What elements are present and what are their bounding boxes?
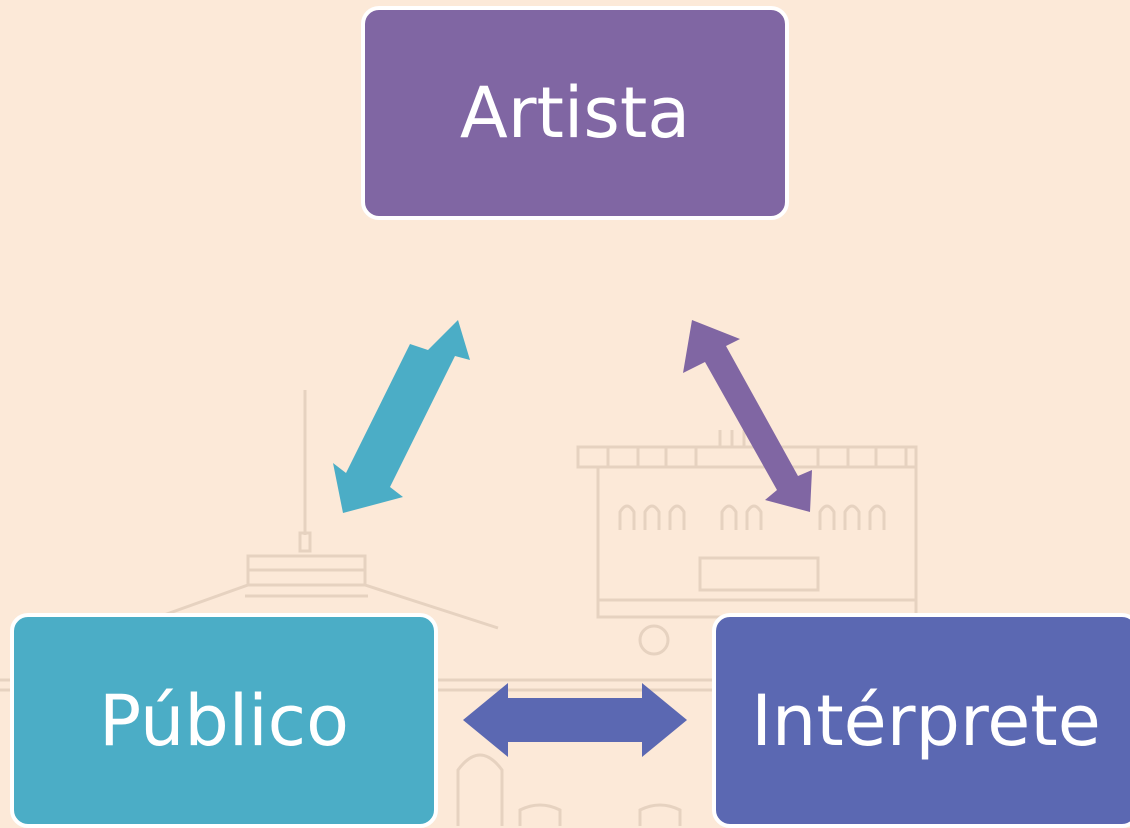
public-node: Público — [10, 613, 438, 828]
artist-interpreter-arrow — [683, 320, 812, 512]
artist-node: Artista — [361, 6, 789, 220]
public-interpreter-arrow — [463, 683, 687, 757]
interpreter-node: Intérprete — [712, 613, 1130, 828]
public-artist-arrow — [333, 320, 470, 513]
